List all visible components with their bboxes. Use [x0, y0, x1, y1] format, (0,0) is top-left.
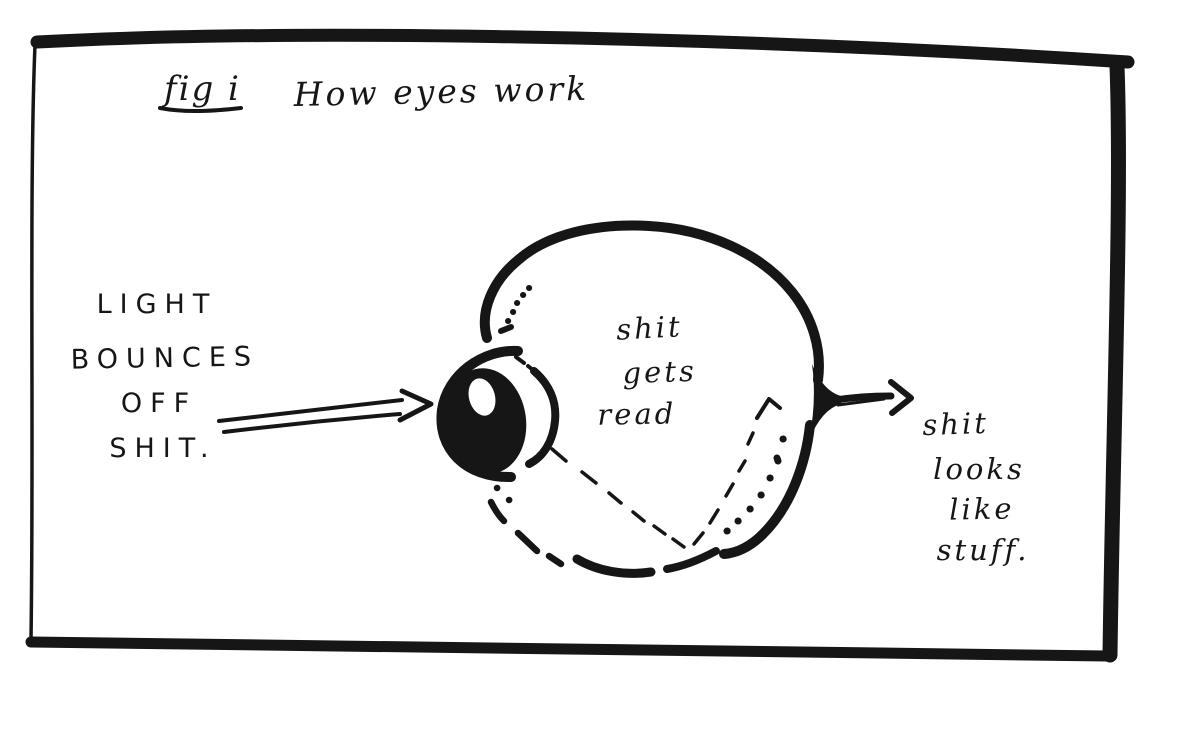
figure-title: How eyes work	[292, 69, 589, 114]
result-caption-line-4: stuff.	[937, 533, 1030, 567]
optic-nerve-funnel	[809, 364, 841, 440]
outgoing-arrow-shaft	[832, 392, 895, 404]
pupil-highlight	[468, 378, 496, 416]
arrow-shaft-bottom-line	[222, 412, 402, 434]
iris-right-arc	[525, 367, 560, 468]
eyeball-diagram: shit gets read	[436, 220, 914, 578]
optic-nerve	[809, 364, 914, 440]
outgoing-arrow-sketch-line	[836, 397, 886, 407]
eye-label-line-3: read	[597, 396, 676, 431]
light-caption-line-4: SHIT.	[109, 433, 216, 464]
fig-label-underline	[158, 106, 243, 114]
sclera-wall-upper	[479, 220, 824, 385]
lens-assembly	[436, 345, 560, 483]
arrow-head-outline	[397, 388, 434, 423]
frame-left-edge	[29, 43, 37, 642]
frame-border	[25, 28, 1135, 663]
result-caption-line-2: looks	[933, 452, 1025, 486]
stipple-dots-top-left	[498, 285, 533, 334]
light-ray-up-dashes	[692, 431, 755, 546]
fig-label: fig i	[161, 69, 241, 109]
light-caption-line-3: OFF	[121, 388, 197, 419]
pupil	[445, 368, 527, 474]
result-caption-line-1: shit	[922, 406, 990, 442]
stipple-dashes-lens-top	[514, 355, 535, 372]
arrow-shaft-top-line	[217, 398, 404, 423]
light-ray-path	[550, 397, 782, 549]
eye-label-line-2: gets	[622, 354, 697, 391]
outgoing-arrow-head	[888, 379, 914, 416]
frame-right-edge	[1102, 58, 1126, 663]
incoming-light-arrow	[217, 388, 434, 434]
sclera-wall-lower-right	[719, 420, 815, 559]
eye-process-label: shit gets read	[597, 309, 697, 431]
title-block: fig i How eyes work	[158, 69, 590, 114]
light-ray-arrowhead	[755, 397, 782, 420]
retina-dots	[723, 435, 787, 535]
eye-label-line-1: shit	[615, 309, 683, 346]
light-caption: LIGHT BOUNCES OFF SHIT.	[70, 289, 259, 464]
sclera-wall-bottom-arc	[572, 554, 656, 578]
result-caption-line-3: like	[949, 491, 1015, 526]
result-caption: shit looks like stuff.	[922, 406, 1030, 567]
sclera-wall-bottom-dash	[663, 547, 720, 573]
sclera-wall-lower-left-dashes	[487, 459, 565, 568]
frame-top-edge	[30, 28, 1135, 69]
light-caption-line-1: LIGHT	[97, 289, 218, 320]
frame-bottom-edge	[25, 636, 1113, 662]
light-ray-down-dashes	[550, 447, 686, 549]
light-caption-line-2: BOUNCES	[70, 341, 259, 375]
